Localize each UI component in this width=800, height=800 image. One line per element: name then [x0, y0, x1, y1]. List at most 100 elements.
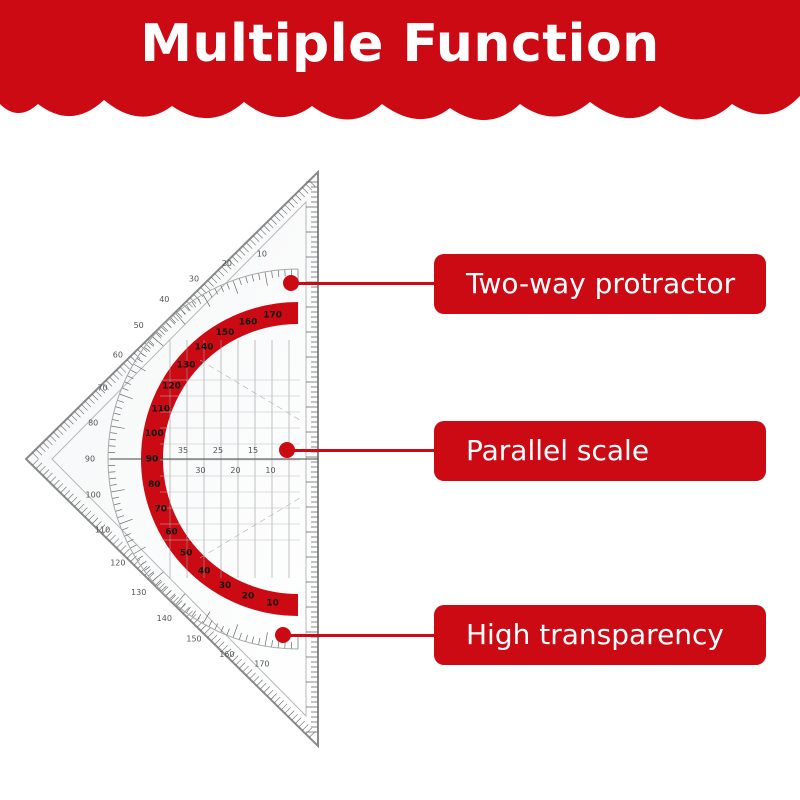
protractor-outer-label: 60 — [113, 351, 123, 360]
degree-tick — [202, 294, 211, 307]
degree-tick — [133, 546, 146, 555]
edge-tick — [102, 527, 109, 535]
edge-tick — [168, 318, 176, 325]
edge-tick — [77, 503, 85, 511]
edge-tick — [186, 610, 193, 618]
degree-tick — [124, 533, 131, 537]
edge-tick — [109, 534, 116, 542]
protractor-inner-label: 140 — [195, 343, 214, 353]
edge-tick — [228, 259, 235, 267]
parallel-scale-label: 35 — [178, 446, 188, 455]
page-title: Multiple Function — [140, 14, 660, 74]
edge-tick — [32, 459, 39, 466]
edge-tick — [123, 362, 130, 370]
edge-tick — [126, 359, 134, 366]
edge-tick — [88, 514, 95, 521]
degree-tick — [115, 406, 123, 409]
edge-tick — [259, 682, 267, 690]
degree-tick — [156, 581, 163, 587]
edge-tick — [210, 276, 218, 284]
degree-tick — [264, 632, 268, 647]
protractor-inner-label: 150 — [216, 328, 235, 338]
protractor-inner-label: 80 — [148, 480, 161, 490]
edge-tick — [295, 717, 302, 724]
edge-tick — [102, 383, 109, 391]
degree-tick — [238, 278, 242, 286]
degree-tick — [161, 326, 167, 333]
edge-tick — [252, 235, 260, 242]
edge-tick — [112, 373, 120, 380]
degree-tick — [130, 544, 137, 549]
edge-tick — [228, 651, 235, 659]
edge-tick — [140, 565, 148, 573]
degree-tick — [119, 518, 133, 525]
edge-tick — [158, 583, 165, 590]
edge-tick — [147, 572, 155, 580]
degree-tick — [161, 585, 167, 592]
edge-tick — [81, 507, 88, 514]
protractor-inner-label: 70 — [155, 504, 168, 514]
degree-tick — [197, 297, 202, 304]
degree-tick — [232, 280, 239, 294]
edge-tick — [123, 548, 130, 556]
degree-tick — [245, 276, 248, 284]
edge-tick — [245, 242, 253, 249]
protractor-outer-label: 90 — [85, 455, 95, 464]
protractor-inner-label: 130 — [177, 361, 196, 371]
edge-tick — [302, 187, 309, 194]
degree-tick — [191, 610, 196, 617]
edge-tick — [60, 486, 67, 494]
edge-tick — [133, 558, 141, 566]
edge-tick — [140, 345, 148, 353]
edge-tick — [217, 641, 225, 649]
edge-tick — [245, 669, 253, 676]
feature-parallel-scale: Parallel scale — [434, 421, 766, 481]
feature-label: Two-way protractor — [466, 267, 736, 300]
edge-tick — [84, 400, 92, 408]
edge-tick — [280, 703, 288, 711]
edge-tick — [39, 445, 46, 453]
protractor-inner-label: 50 — [180, 548, 193, 558]
edge-tick — [235, 658, 242, 666]
edge-tick — [221, 266, 228, 273]
header-banner: Multiple Function — [0, 0, 800, 140]
parallel-scale-label: 25 — [213, 446, 223, 455]
protractor-inner-label: 10 — [266, 598, 279, 608]
degree-tick — [197, 614, 202, 621]
edge-tick — [77, 407, 85, 415]
protractor-outer-label: 170 — [254, 659, 269, 668]
edge-tick — [67, 418, 74, 425]
edge-tick — [53, 479, 60, 487]
edge-tick — [133, 352, 141, 360]
edge-tick — [70, 414, 78, 422]
edge-tick — [81, 404, 88, 411]
degree-tick — [220, 626, 224, 633]
degree-tick — [136, 358, 143, 363]
protractor-scale — [107, 268, 299, 650]
edge-tick — [291, 713, 298, 721]
degree-tick — [144, 347, 151, 352]
degree-tick — [170, 594, 176, 601]
degree-tick — [238, 632, 242, 640]
edge-tick — [263, 686, 270, 693]
edge-tick — [288, 201, 295, 208]
degree-tick — [148, 571, 155, 577]
leader-line-parallel — [288, 449, 436, 452]
edge-tick — [280, 207, 288, 215]
edge-tick — [109, 376, 116, 384]
degree-tick — [180, 309, 186, 316]
edge-tick — [242, 245, 249, 253]
feature-high-transparency: High transparency — [434, 605, 766, 665]
protractor-outer-arc — [107, 268, 299, 650]
edge-tick — [309, 731, 316, 738]
edge-tick — [168, 593, 176, 600]
edge-tick — [256, 232, 263, 239]
degree-tick — [245, 634, 248, 642]
degree-tick — [208, 291, 213, 298]
protractor-outer-label: 10 — [257, 250, 267, 259]
edge-tick — [95, 521, 102, 528]
degree-tick — [271, 640, 273, 648]
protractor-outer-label: 140 — [157, 614, 172, 623]
degree-tick — [232, 624, 239, 638]
feature-two-way-protractor: Two-way protractor — [434, 254, 766, 314]
